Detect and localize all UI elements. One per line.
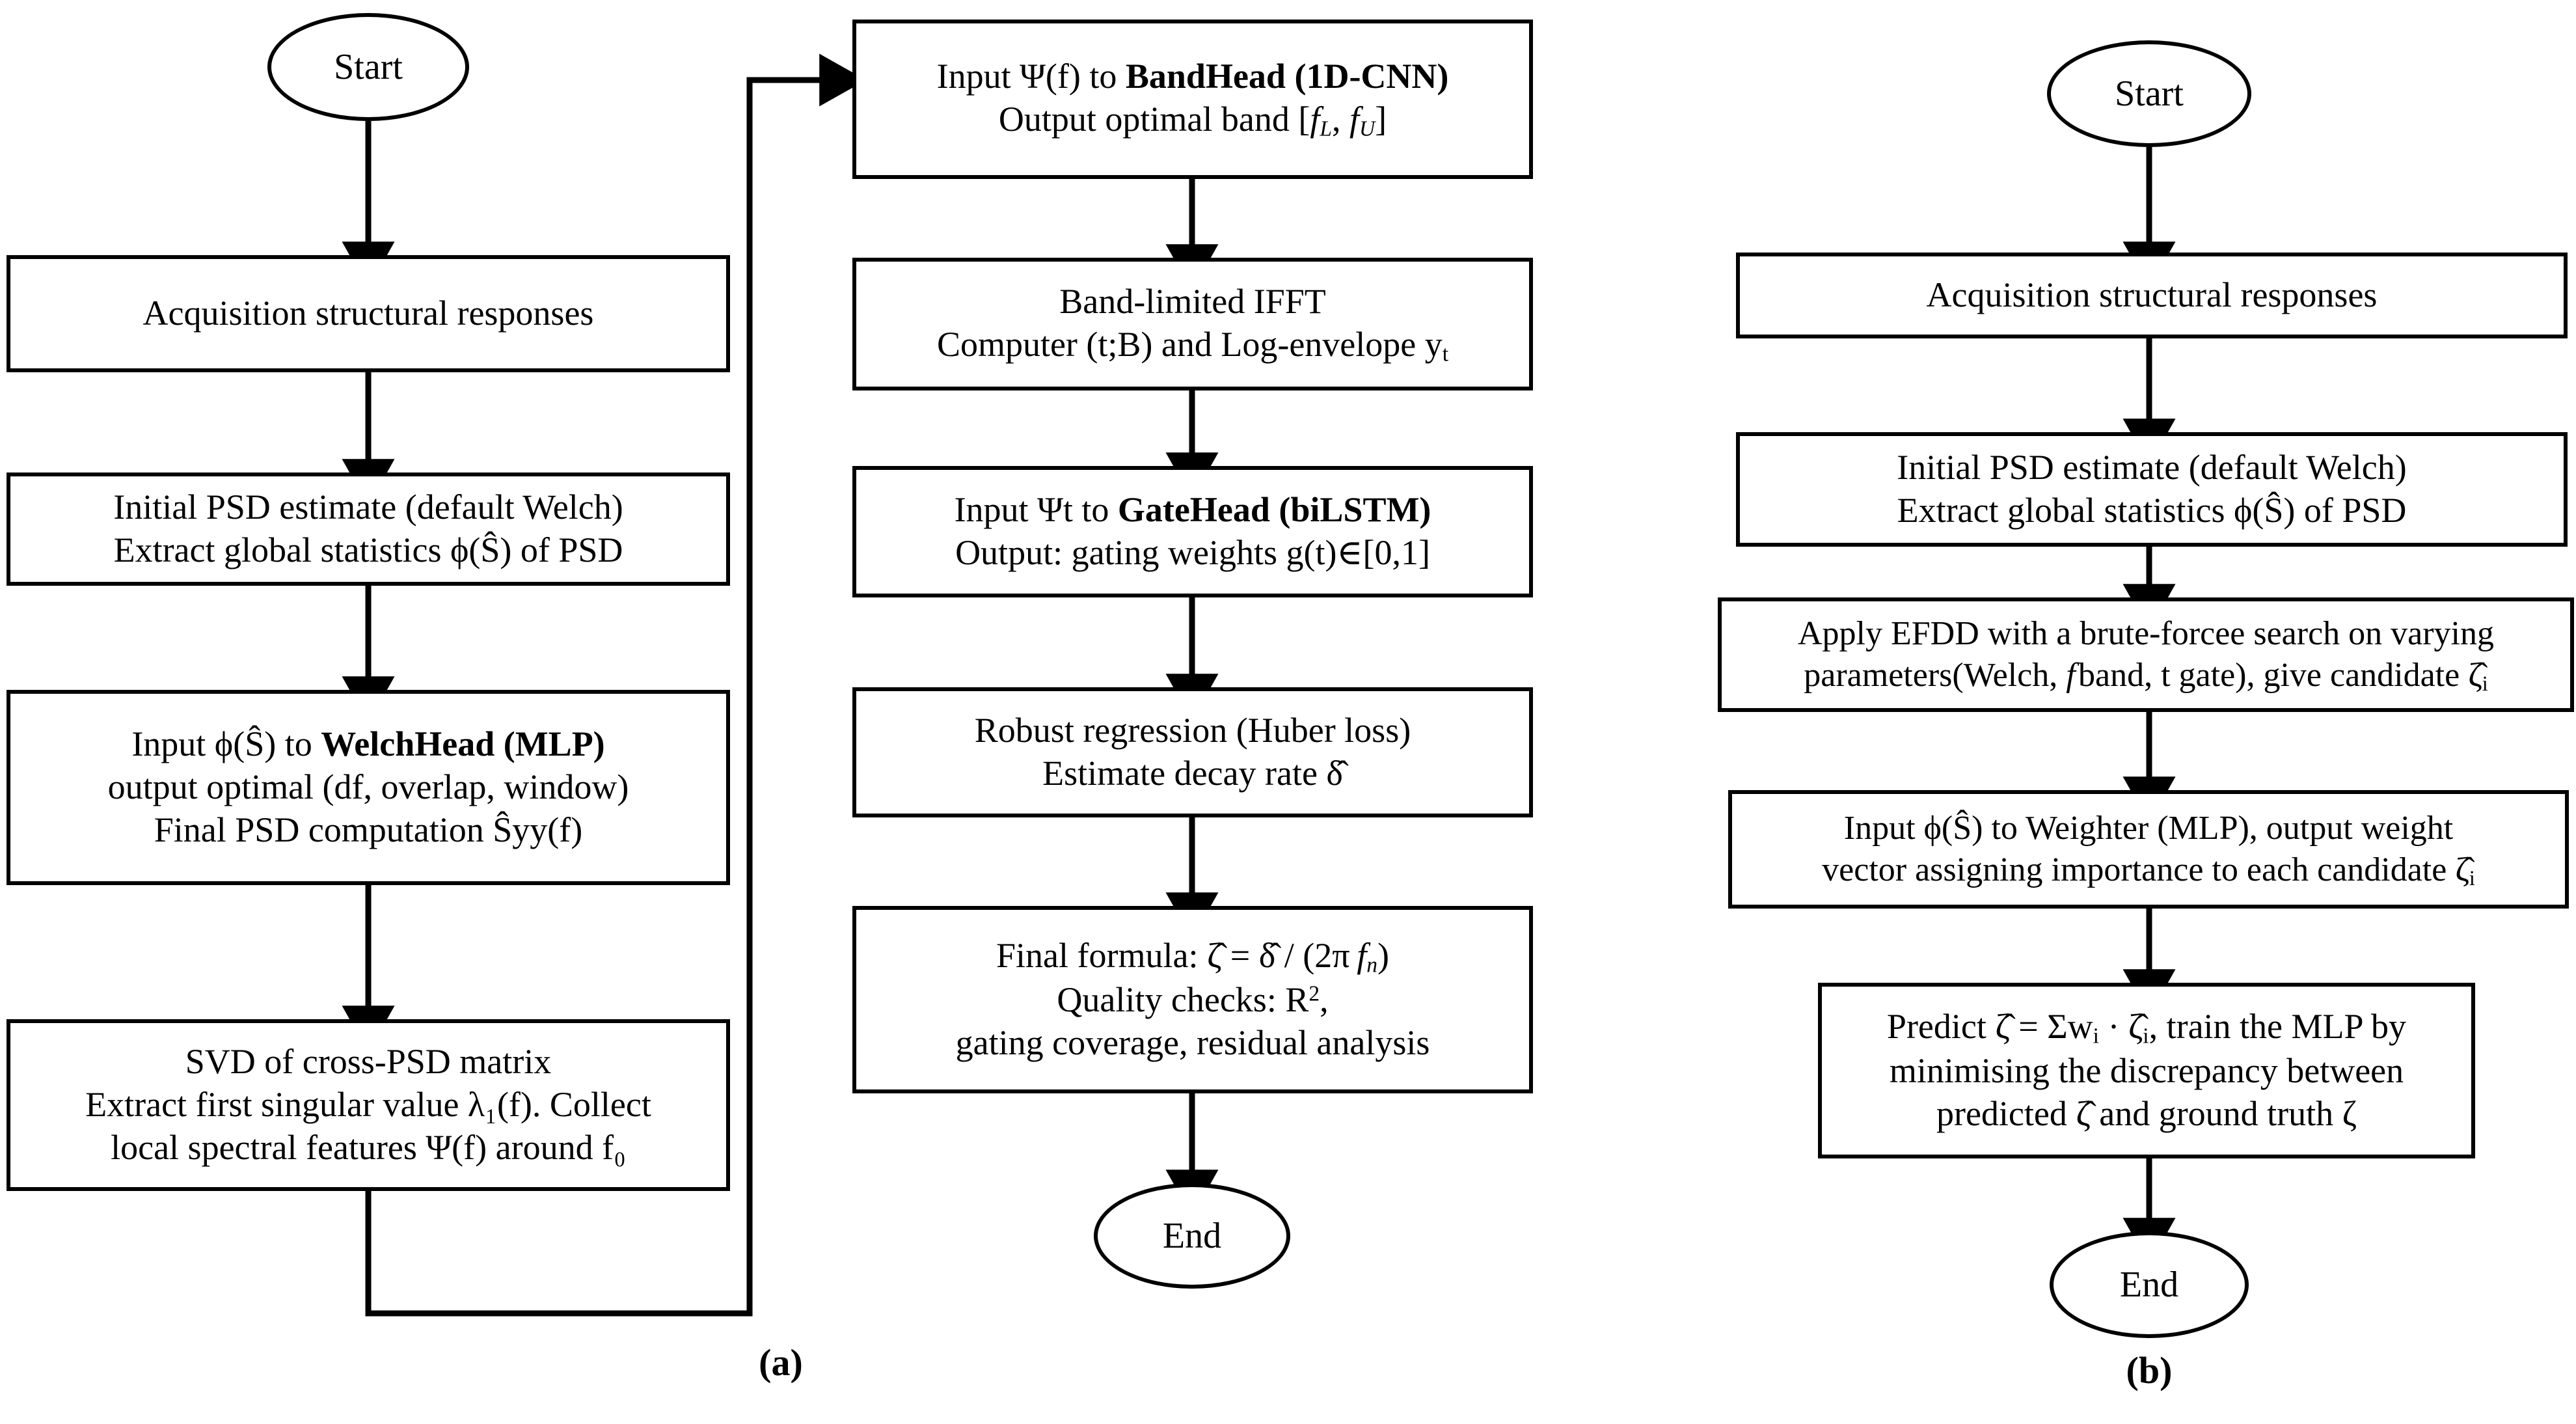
panel-label-a: (a) [759,1341,803,1384]
start-label-b: Start [2115,74,2184,114]
ifft-box-a: Band-limited IFFT Computer (t;B) and Log… [852,258,1533,390]
welchhead-line-1: Input ϕ(Ŝ) to WelchHead (MLP) [131,724,605,764]
final-line-2: Quality checks: R2, [1057,980,1329,1020]
end-label-b: End [2119,1265,2179,1305]
svd-box-a: SVD of cross-PSD matrix Extract first si… [7,1019,730,1191]
final-formula-box-a: Final formula: ζ̂ = δ̂ / (2π fn) Quality… [852,906,1533,1093]
acquisition-box-a: Acquisition structural responses [7,255,730,372]
start-terminal-a: Start [267,13,469,121]
efdd-line-2: parameters(Welch, f band, t gate), give … [1804,656,2488,695]
initial-psd-box-b: Initial PSD estimate (default Welch) Ext… [1736,432,2568,547]
bandhead-box-a: Input Ψ(f) to BandHead (1D-CNN) Output o… [852,20,1533,179]
predict-box-b: Predict ζ̂ = Σwi · ζ̂i, train the MLP by… [1818,983,2475,1158]
gatehead-line-1: Input Ψt to GateHead (biLSTM) [954,490,1431,530]
weighter-box-b: Input ϕ(Ŝ) to Weighter (MLP), output wei… [1728,790,2569,909]
panel-label-b: (b) [2126,1349,2173,1391]
predict-line-3: predicted ζ̂ and ground truth ζ [1936,1094,2357,1134]
efdd-box-b: Apply EFDD with a brute-forcee search on… [1718,597,2574,712]
final-line-1: Final formula: ζ̂ = δ̂ / (2π fn) [996,936,1389,978]
robust-regression-box-a: Robust regression (Huber loss) Estimate … [852,687,1533,817]
end-label-a: End [1162,1216,1222,1256]
acquisition-box-b: Acquisition structural responses [1736,253,2568,338]
bandhead-line-2: Output optimal band [fL, fU] [998,100,1387,141]
weighter-line-2: vector assigning importance to each cand… [1822,851,2475,890]
bandhead-line-1: Input Ψ(f) to BandHead (1D-CNN) [936,57,1449,96]
initial-psd-box-a: Initial PSD estimate (default Welch) Ext… [7,472,730,586]
end-terminal-b: End [2050,1231,2249,1338]
end-terminal-a: End [1094,1183,1290,1289]
start-label-a: Start [334,47,403,87]
welchhead-box-a: Input ϕ(Ŝ) to WelchHead (MLP) output opt… [7,690,730,885]
predict-line-1: Predict ζ̂ = Σwi · ζ̂i, train the MLP by [1886,1007,2407,1048]
gatehead-box-a: Input Ψt to GateHead (biLSTM) Output: ga… [852,466,1533,597]
ifft-line-2: Computer (t;B) and Log-envelope yt [936,324,1449,366]
start-terminal-b: Start [2047,40,2251,147]
